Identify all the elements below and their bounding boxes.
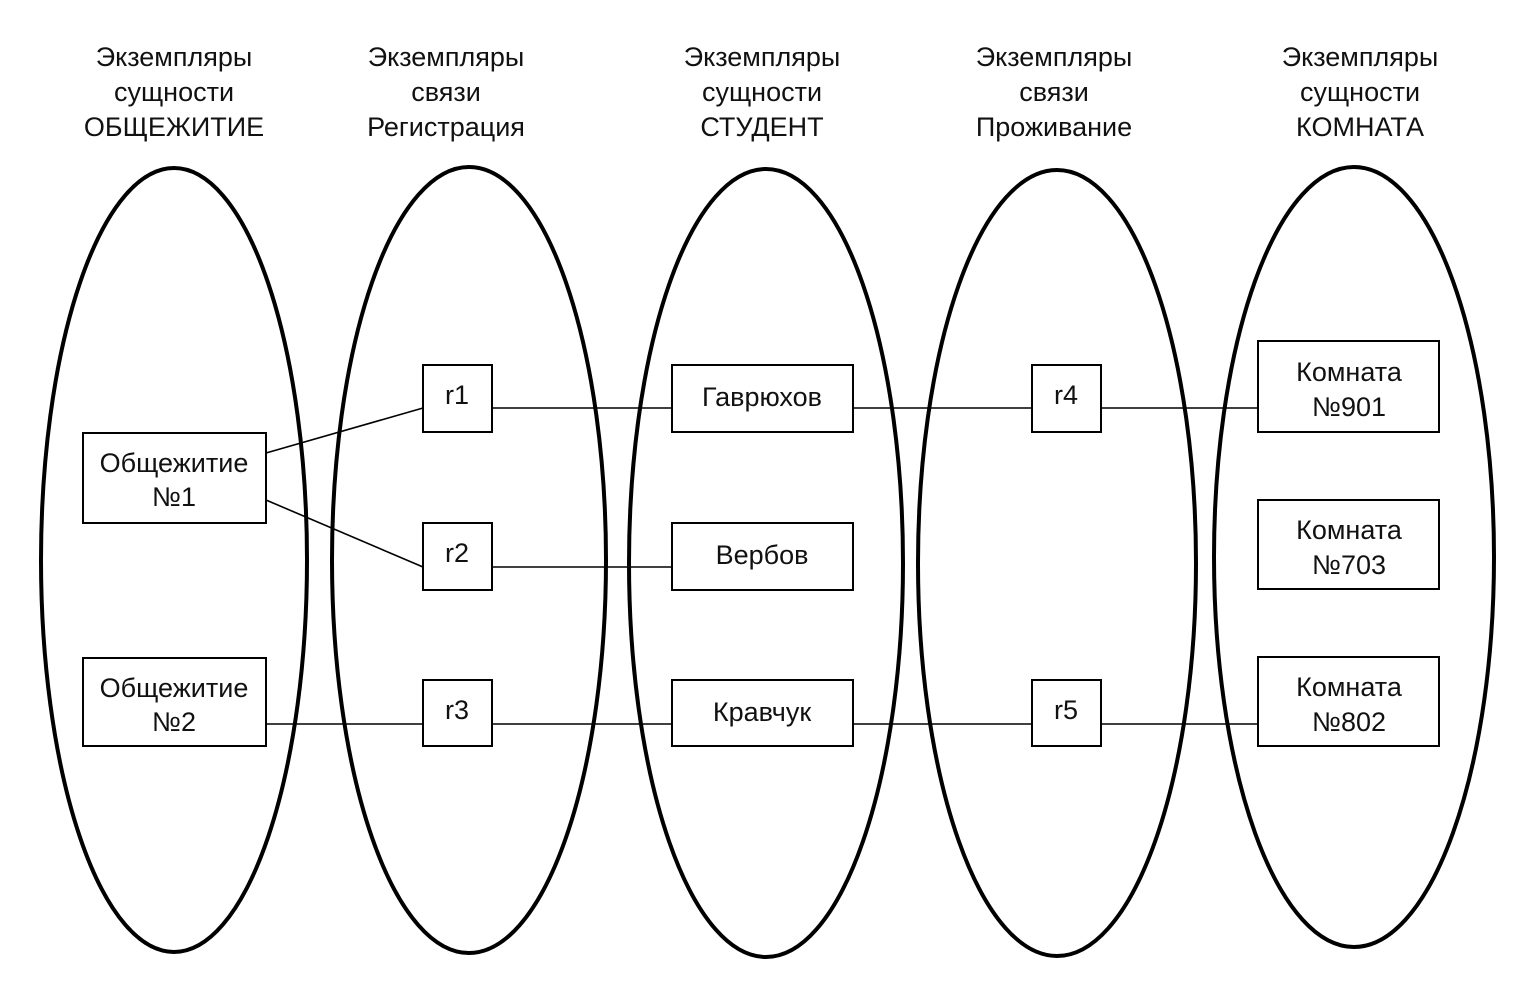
heading-dormitory-line-2: сущности bbox=[114, 77, 234, 107]
node-r3: r3 bbox=[422, 679, 493, 747]
link-dorm1-r2 bbox=[265, 499, 424, 568]
node-r3-box bbox=[422, 679, 493, 747]
node-r2: r2 bbox=[422, 522, 493, 591]
link-dorm1-r1 bbox=[265, 407, 424, 454]
node-r1-label: r1 bbox=[445, 380, 469, 410]
node-student-1-box bbox=[671, 364, 854, 433]
node-student-2: Вербов bbox=[671, 522, 854, 591]
node-room-802-box bbox=[1257, 656, 1440, 747]
heading-student: Экземпляры сущности СТУДЕНТ bbox=[684, 42, 841, 142]
heading-residence-line-3: Проживание bbox=[976, 112, 1132, 142]
heading-registration-line-1: Экземпляры bbox=[368, 42, 525, 72]
heading-room-line-3: КОМНАТА bbox=[1296, 112, 1424, 142]
node-room-901-box bbox=[1257, 340, 1440, 433]
node-r5: r5 bbox=[1031, 679, 1102, 747]
node-dorm2-box bbox=[82, 657, 267, 747]
node-student-2-label: Вербов bbox=[716, 540, 809, 570]
node-room-901-line-2: №901 bbox=[1312, 392, 1386, 422]
heading-room-line-2: сущности bbox=[1300, 77, 1420, 107]
heading-student-line-1: Экземпляры bbox=[684, 42, 841, 72]
node-student-2-box bbox=[671, 522, 854, 591]
heading-registration-line-2: связи bbox=[411, 77, 481, 107]
node-room-901: Комната №901 bbox=[1257, 340, 1440, 433]
heading-student-line-2: сущности bbox=[702, 77, 822, 107]
node-dorm1-line-1: Общежитие bbox=[100, 448, 249, 478]
node-r1: r1 bbox=[422, 364, 493, 433]
group-ellipse-student bbox=[627, 167, 905, 959]
node-room-802: Комната №802 bbox=[1257, 656, 1440, 747]
node-room-703: Комната №703 bbox=[1257, 499, 1440, 590]
node-dorm2-line-1: Общежитие bbox=[100, 673, 249, 703]
node-student-1-label: Гаврюхов bbox=[702, 382, 822, 412]
heading-residence-line-1: Экземпляры bbox=[976, 42, 1133, 72]
node-room-703-line-1: Комната bbox=[1296, 515, 1403, 545]
node-dorm1-line-2: №1 bbox=[152, 482, 196, 512]
node-room-703-box bbox=[1257, 499, 1440, 590]
links bbox=[265, 407, 1258, 725]
node-dorm1: Общежитие №1 bbox=[82, 432, 267, 524]
node-r5-box bbox=[1031, 679, 1102, 747]
node-dorm1-box bbox=[82, 432, 267, 524]
heading-dormitory-line-1: Экземпляры bbox=[96, 42, 253, 72]
node-dorm2: Общежитие №2 bbox=[82, 657, 267, 747]
node-r1-box bbox=[422, 364, 493, 433]
heading-student-line-3: СТУДЕНТ bbox=[700, 112, 823, 142]
node-room-802-line-1: Комната bbox=[1296, 672, 1403, 702]
heading-residence-line-2: связи bbox=[1019, 77, 1089, 107]
heading-dormitory-line-3: ОБЩЕЖИТИЕ bbox=[84, 112, 264, 142]
heading-residence: Экземпляры связи Проживание bbox=[976, 42, 1133, 142]
heading-room-line-1: Экземпляры bbox=[1282, 42, 1439, 72]
group-ellipse-registration bbox=[330, 165, 608, 955]
heading-registration: Экземпляры связи Регистрация bbox=[367, 42, 525, 142]
group-ellipse-dormitory bbox=[39, 166, 309, 954]
heading-room: Экземпляры сущности КОМНАТА bbox=[1282, 42, 1439, 142]
node-r4: r4 bbox=[1031, 364, 1102, 433]
node-r2-label: r2 bbox=[445, 538, 469, 568]
node-student-3-label: Кравчук bbox=[713, 697, 811, 727]
node-r4-label: r4 bbox=[1054, 380, 1078, 410]
group-ellipse-residence bbox=[916, 168, 1198, 958]
node-r5-label: r5 bbox=[1054, 695, 1078, 725]
node-room-802-line-2: №802 bbox=[1312, 707, 1386, 737]
node-r2-box bbox=[422, 522, 493, 591]
node-room-703-line-2: №703 bbox=[1312, 550, 1386, 580]
node-r4-box bbox=[1031, 364, 1102, 433]
heading-registration-line-3: Регистрация bbox=[367, 112, 525, 142]
heading-dormitory: Экземпляры сущности ОБЩЕЖИТИЕ bbox=[84, 42, 264, 142]
node-student-3: Кравчук bbox=[671, 679, 854, 747]
node-room-901-line-1: Комната bbox=[1296, 357, 1403, 387]
group-ellipse-room bbox=[1212, 165, 1496, 949]
node-r3-label: r3 bbox=[445, 695, 469, 725]
node-student-1: Гаврюхов bbox=[671, 364, 854, 433]
node-dorm2-line-2: №2 bbox=[152, 707, 196, 737]
node-student-3-box bbox=[671, 679, 854, 747]
